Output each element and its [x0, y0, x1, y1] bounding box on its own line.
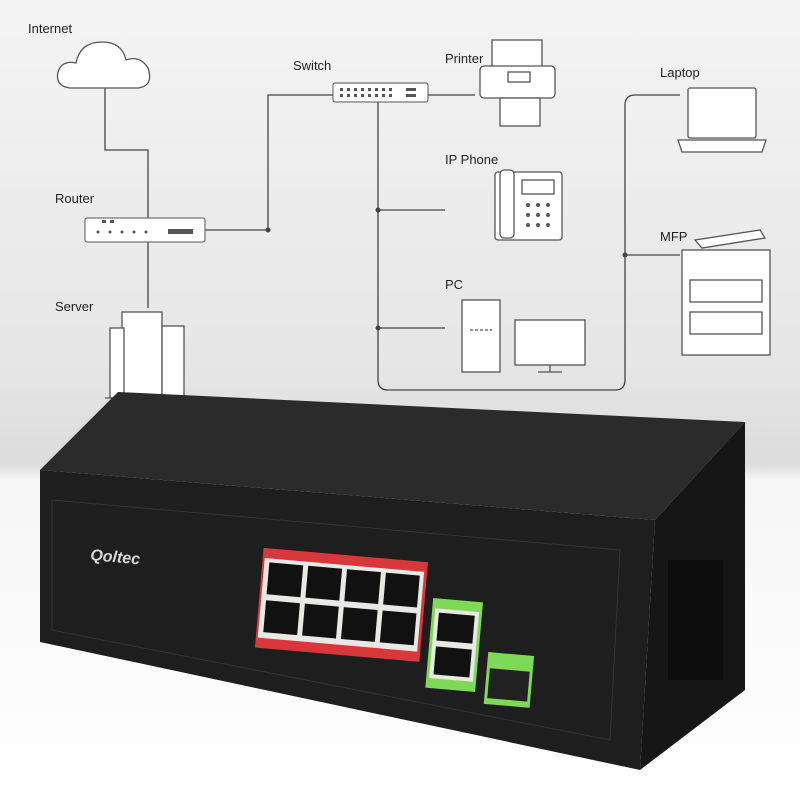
- pc-icon: [461, 299, 586, 373]
- label-pc: PC: [445, 277, 464, 292]
- printer-icon: [479, 39, 556, 127]
- label-laptop: Laptop: [660, 65, 700, 80]
- server-icon: [105, 311, 188, 399]
- label-server: Server: [55, 299, 94, 314]
- label-ip-phone: IP Phone: [445, 152, 499, 167]
- brand-logo: Qoltec: [90, 547, 141, 568]
- poe-ports: [254, 547, 428, 662]
- poe-switch-product: Qoltec: [40, 392, 745, 770]
- label-printer: Printer: [445, 51, 484, 66]
- label-internet: Internet: [28, 21, 73, 36]
- label-switch: Switch: [293, 58, 332, 73]
- ip-phone-icon: [494, 169, 563, 241]
- label-mfp: MFP: [660, 229, 688, 244]
- label-router: Router: [55, 191, 95, 206]
- uplink-ports: [425, 598, 483, 693]
- sfp-port: [483, 652, 535, 708]
- router-icon: [84, 217, 206, 243]
- mfp-icon: [681, 229, 771, 356]
- connection-lines: [104, 88, 680, 391]
- switch-icon: [332, 82, 429, 103]
- cloud-icon: [56, 41, 151, 89]
- laptop-icon: [677, 87, 767, 153]
- vent-holes: [668, 560, 723, 680]
